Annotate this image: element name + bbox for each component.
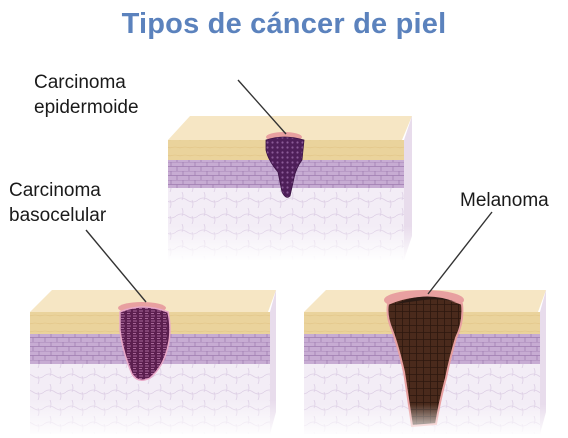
skin-block-basal xyxy=(22,290,284,438)
skin-block-melanoma xyxy=(296,290,552,438)
pointer-melanoma xyxy=(428,212,492,294)
skin-block-squamous xyxy=(160,116,420,262)
